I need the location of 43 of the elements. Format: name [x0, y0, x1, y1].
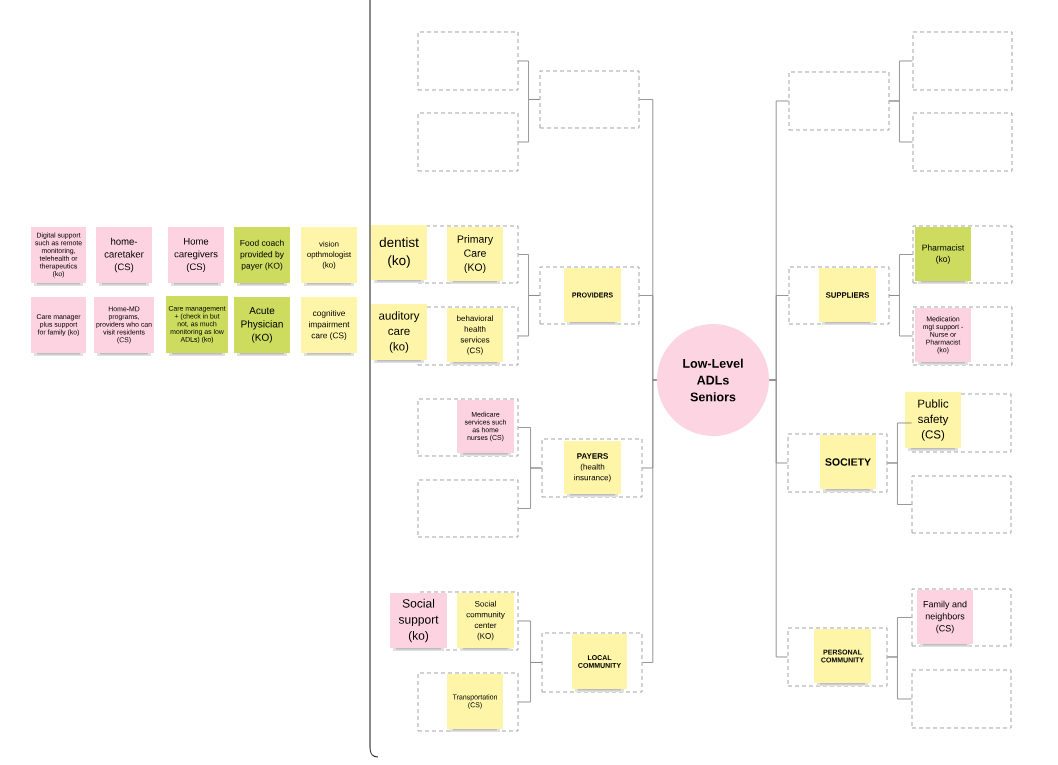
sticky-note: Home caregivers (CS) [168, 227, 224, 286]
connector-line [887, 462, 912, 505]
dashed-box [912, 306, 1013, 366]
connector-line [642, 379, 658, 663]
dashed-box [912, 31, 1013, 91]
sticky-note: Pharmacist (ko) [915, 227, 971, 284]
sticky-note: Social support (ko) [390, 593, 447, 651]
dashed-box [417, 112, 519, 172]
dashed-box [787, 627, 888, 687]
dashed-box [417, 398, 519, 457]
connector-line [518, 295, 540, 337]
dashed-box [788, 266, 890, 325]
sticky-note: Acute Physician (KO) [234, 297, 290, 356]
dashed-box [539, 70, 640, 129]
sticky-note: PAYERS (health insurance) [564, 441, 621, 497]
connector-line [768, 379, 788, 658]
connector-line [518, 99, 540, 143]
sticky-note: Public safety (CS) [905, 392, 961, 451]
sticky-note: dentist (ko) [371, 225, 427, 283]
connector-line [518, 662, 542, 703]
connector-line [518, 467, 542, 509]
dashed-box [417, 31, 519, 91]
sticky-note: Social community center (KO) [457, 593, 514, 651]
dashed-box [912, 112, 1013, 172]
dashed-box [788, 71, 890, 131]
connector-line [889, 295, 913, 337]
dashed-box [417, 479, 519, 538]
sticky-note: home-caretaker (CS) [96, 227, 152, 286]
dashed-box [541, 438, 643, 498]
sticky-note: Food coach provided by payer (KO) [234, 227, 290, 286]
sticky-note: cognitive impairment care (CS) [301, 297, 357, 356]
dashed-box [787, 433, 888, 493]
dashed-box [541, 632, 643, 693]
connector-line [889, 100, 913, 143]
sticky-note: auditory care (ko) [371, 304, 427, 363]
sticky-note: SOCIETY [820, 435, 876, 492]
sticky-note: Primary Care (KO) [447, 227, 503, 284]
sticky-note: behavioral health services (CS) [447, 308, 503, 365]
dashed-box [911, 669, 1012, 729]
sticky-note: Family and neighbors (CS) [917, 590, 973, 647]
connector-line [887, 656, 912, 700]
dashed-box [911, 475, 1012, 534]
dashed-box [417, 672, 519, 732]
